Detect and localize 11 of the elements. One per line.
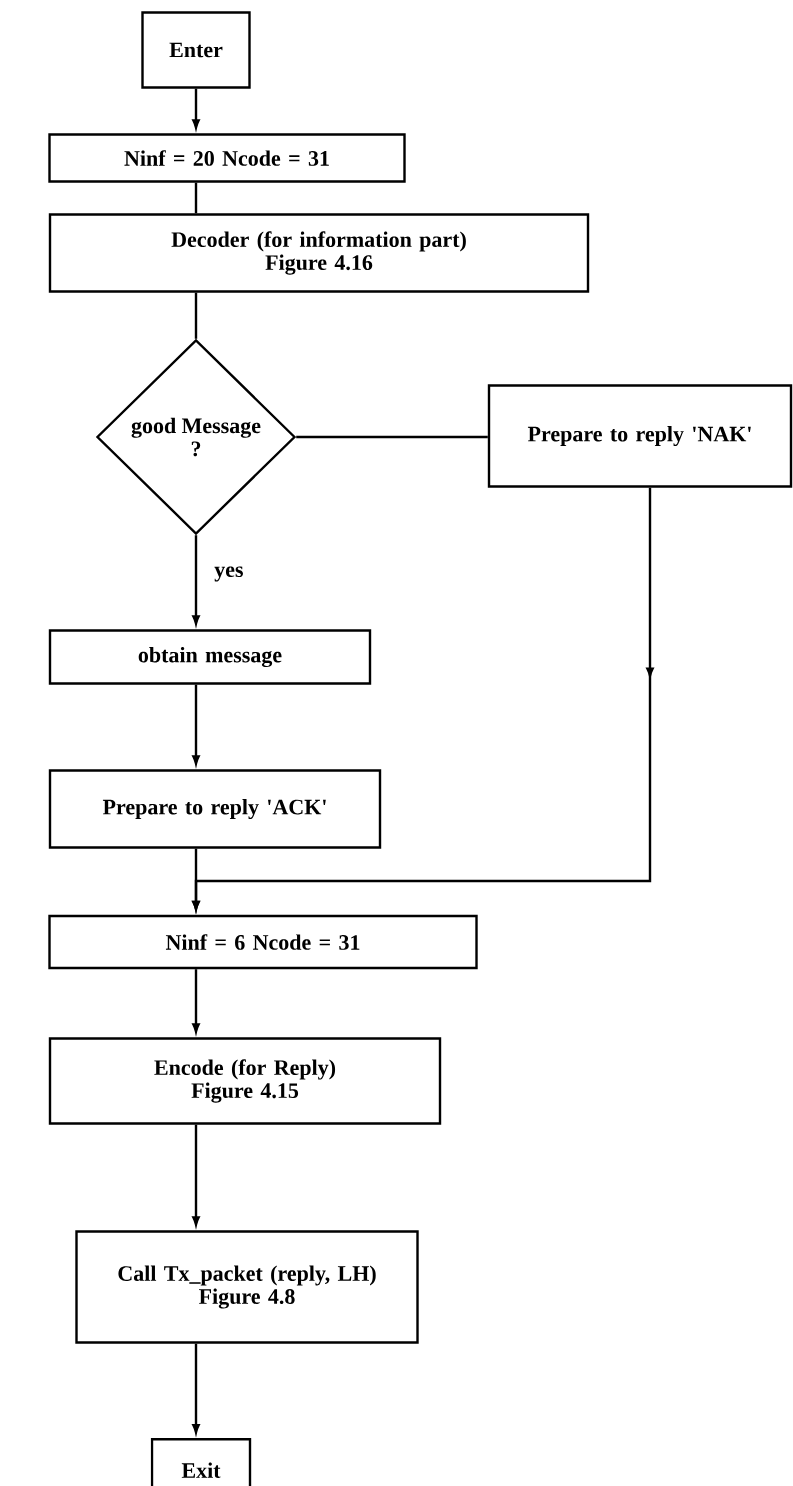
process-box: Decoder (for information part) Figure 4.16 bbox=[48, 213, 590, 293]
edge-label: yes bbox=[213, 565, 245, 583]
process-box: Ninf = 20 Ncode = 31 bbox=[48, 133, 406, 183]
process-box: Ninf = 6 Ncode = 31 bbox=[48, 914, 478, 970]
process-box: obtain message bbox=[48, 629, 372, 685]
process-box: Prepare to reply 'NAK' bbox=[487, 384, 793, 488]
process-box: Encode (for Reply) Figure 4.15 bbox=[48, 1037, 442, 1125]
start-box: Enter bbox=[141, 11, 251, 89]
process-box: Prepare to reply 'ACK' bbox=[48, 769, 382, 849]
end-box: Exit bbox=[150, 1438, 252, 1486]
process-box: Call Tx_packet (reply, LH) Figure 4.8 bbox=[75, 1230, 419, 1344]
